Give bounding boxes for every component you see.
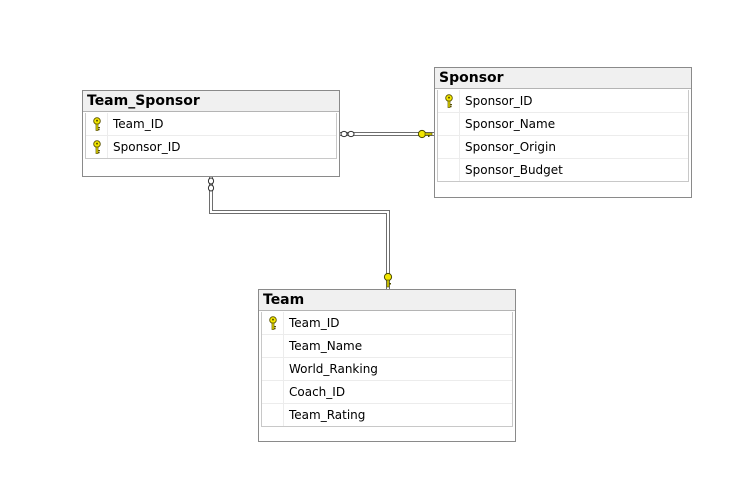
row-selector[interactable] xyxy=(262,404,284,426)
table-team-sponsor[interactable]: Team_Sponsor Team_ID Sponsor_ID xyxy=(82,90,340,177)
row-selector[interactable] xyxy=(438,113,460,135)
primary-key-icon xyxy=(445,94,453,108)
table-title[interactable]: Team_Sponsor xyxy=(83,91,339,112)
primary-key-icon xyxy=(269,316,277,330)
row-selector[interactable] xyxy=(86,113,108,135)
primary-key-icon xyxy=(93,140,101,154)
column-row[interactable]: Sponsor_Name xyxy=(438,113,688,136)
row-selector[interactable] xyxy=(438,136,460,158)
row-selector[interactable] xyxy=(262,358,284,380)
column-name: World_Ranking xyxy=(289,362,378,376)
many-end-icon xyxy=(340,130,355,138)
many-end-icon xyxy=(207,177,215,192)
column-name: Sponsor_Name xyxy=(465,117,556,131)
column-name: Team_Rating xyxy=(289,408,366,422)
column-row[interactable]: Sponsor_ID xyxy=(86,136,336,158)
column-name: Sponsor_ID xyxy=(465,94,533,108)
column-name: Team_ID xyxy=(289,316,340,330)
relationship-team-sponsor-to-sponsor[interactable] xyxy=(340,129,434,139)
column-name: Sponsor_ID xyxy=(113,140,181,154)
column-row[interactable]: Coach_ID xyxy=(262,381,512,404)
column-row[interactable]: Team_Rating xyxy=(262,404,512,426)
column-row[interactable]: Sponsor_Origin xyxy=(438,136,688,159)
column-row[interactable]: World_Ranking xyxy=(262,358,512,381)
table-title[interactable]: Sponsor xyxy=(435,68,691,89)
column-row[interactable]: Sponsor_ID xyxy=(438,90,688,113)
column-name: Sponsor_Budget xyxy=(465,163,563,177)
primary-key-icon xyxy=(93,117,101,131)
column-name: Team_Name xyxy=(289,339,363,353)
table-title[interactable]: Team xyxy=(259,290,515,311)
row-selector[interactable] xyxy=(86,136,108,158)
one-end-key-icon xyxy=(383,272,393,288)
row-selector[interactable] xyxy=(262,381,284,403)
column-name: Sponsor_Origin xyxy=(465,140,556,154)
column-row[interactable]: Team_ID xyxy=(262,312,512,335)
one-end-key-icon xyxy=(417,129,433,139)
relationship-team-sponsor-to-team[interactable] xyxy=(207,176,393,289)
column-name: Team_ID xyxy=(113,117,164,131)
row-selector[interactable] xyxy=(438,90,460,112)
row-selector[interactable] xyxy=(262,312,284,334)
column-row[interactable]: Team_Name xyxy=(262,335,512,358)
column-row[interactable]: Sponsor_Budget xyxy=(438,159,688,181)
column-row[interactable]: Team_ID xyxy=(86,113,336,136)
row-selector[interactable] xyxy=(438,159,460,181)
column-name: Coach_ID xyxy=(289,385,346,399)
row-selector[interactable] xyxy=(262,335,284,357)
column-list: Team_ID Sponsor_ID xyxy=(85,113,337,159)
